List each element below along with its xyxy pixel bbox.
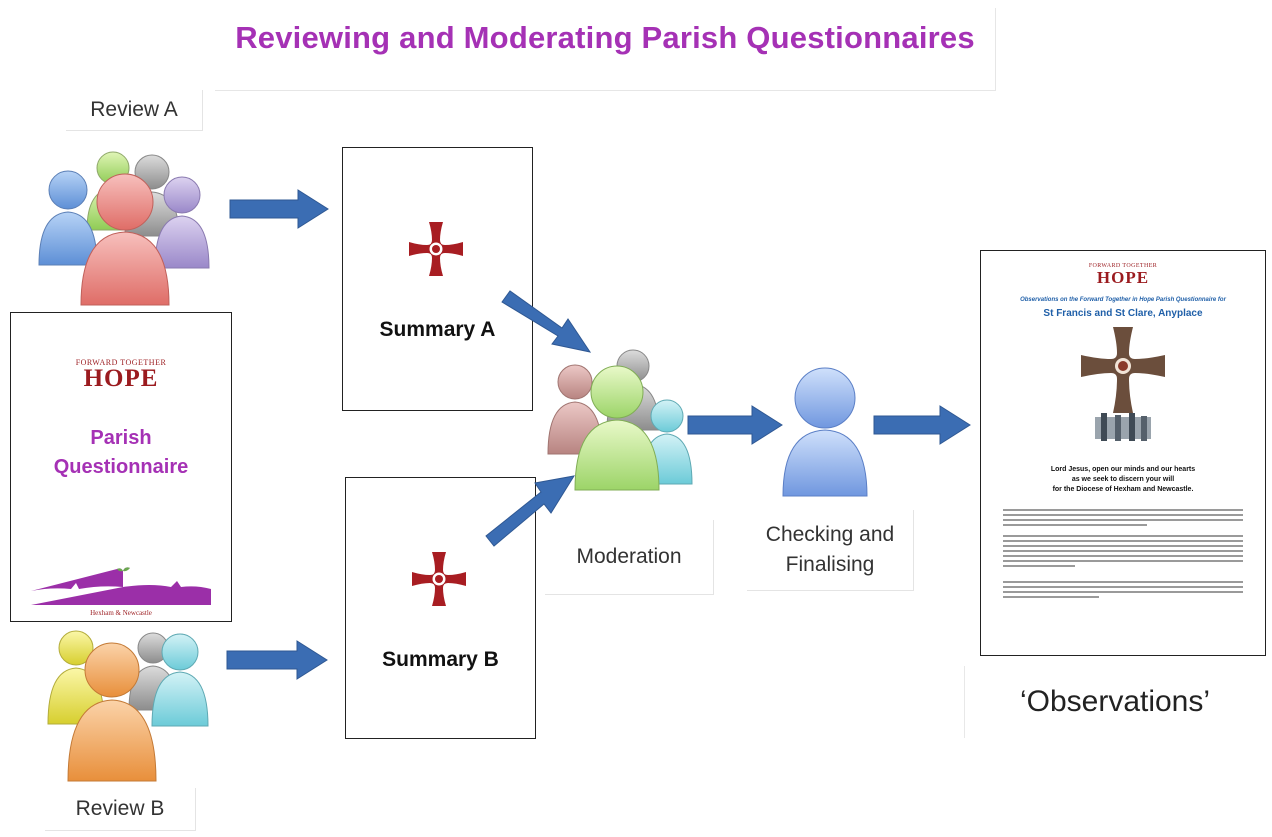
observations-label: ‘Observations’ — [1019, 685, 1211, 718]
checking-person-icon — [782, 367, 868, 497]
person-purple-icon — [154, 176, 210, 269]
prayer-line3: for the Diocese of Hexham and Newcastle. — [1052, 486, 1194, 493]
person-red-icon — [80, 173, 170, 306]
summary-b-label: Summary B — [382, 648, 499, 671]
observations-paragraph-2 — [1003, 535, 1243, 570]
summary-a-box: Summary A — [342, 147, 533, 411]
questionnaire-footer: Hexham & Newcastle — [90, 609, 152, 617]
review-b-label: Review B — [75, 796, 165, 820]
questionnaire-brand-main: HOPE — [83, 365, 159, 392]
review-a-label-box: Review A — [66, 90, 203, 131]
arrow-moderation-to-checking — [687, 405, 783, 445]
crowd-cross-icon — [1081, 327, 1165, 441]
summary-a-label: Summary A — [379, 318, 496, 341]
person-light-green-icon — [574, 365, 660, 491]
person-orange-icon — [67, 642, 157, 782]
moderation-label: Moderation — [576, 544, 682, 568]
observations-paragraph-3 — [1003, 581, 1243, 601]
checking-label-line2: Finalising — [785, 553, 875, 576]
arrow-summary-a-to-moderation — [501, 290, 592, 353]
questionnaire-document: FORWARD TOGETHER HOPE Parish Questionnai… — [10, 312, 232, 622]
observations-brand-top: FORWARD TOGETHER — [1088, 263, 1158, 269]
arrow-summary-b-to-moderation — [485, 475, 576, 547]
person-cyan-icon — [151, 633, 209, 727]
prayer-line2: as we seek to discern your will — [1071, 476, 1175, 483]
observations-document: FORWARD TOGETHER HOPE Observations on th… — [980, 250, 1266, 656]
prayer-line1: Lord Jesus, open our minds and our heart… — [1050, 466, 1196, 473]
review-a-group-icon — [38, 151, 210, 306]
summary-b-box: Summary B — [345, 477, 536, 739]
arrow-review-b-to-summary-b — [226, 640, 328, 680]
observations-heading: Observations on the Forward Together in … — [1020, 297, 1226, 303]
checking-label-box: Checking and Finalising — [747, 510, 914, 591]
cross-icon — [412, 552, 466, 606]
cross-icon — [409, 222, 463, 276]
review-b-group-icon — [47, 630, 209, 782]
review-a-label: Review A — [90, 97, 178, 121]
moderation-label-box: Moderation — [545, 520, 714, 595]
questionnaire-brand-top: FORWARD TOGETHER — [75, 358, 167, 367]
questionnaire-title-line1: Parish — [90, 427, 152, 449]
title-box: Reviewing and Moderating Parish Question… — [215, 8, 996, 91]
review-b-label-box: Review B — [45, 788, 196, 831]
person-blue-icon — [38, 170, 98, 266]
observations-parish-name: St Francis and St Clare, Anyplace — [1043, 308, 1203, 319]
observations-paragraph-1 — [1003, 509, 1243, 529]
questionnaire-title-line2: Questionnaire — [53, 456, 189, 478]
checking-label-line1: Checking and — [765, 522, 895, 546]
skyline-icon — [31, 567, 211, 605]
observations-label-box: ‘Observations’ — [964, 666, 1265, 738]
diagram-title: Reviewing and Moderating Parish Question… — [235, 20, 975, 55]
arrow-review-a-to-summary-a — [229, 189, 329, 229]
arrow-checking-to-observations — [873, 405, 971, 445]
moderation-group-icon — [547, 349, 693, 491]
observations-brand-main: HOPE — [1096, 268, 1150, 287]
